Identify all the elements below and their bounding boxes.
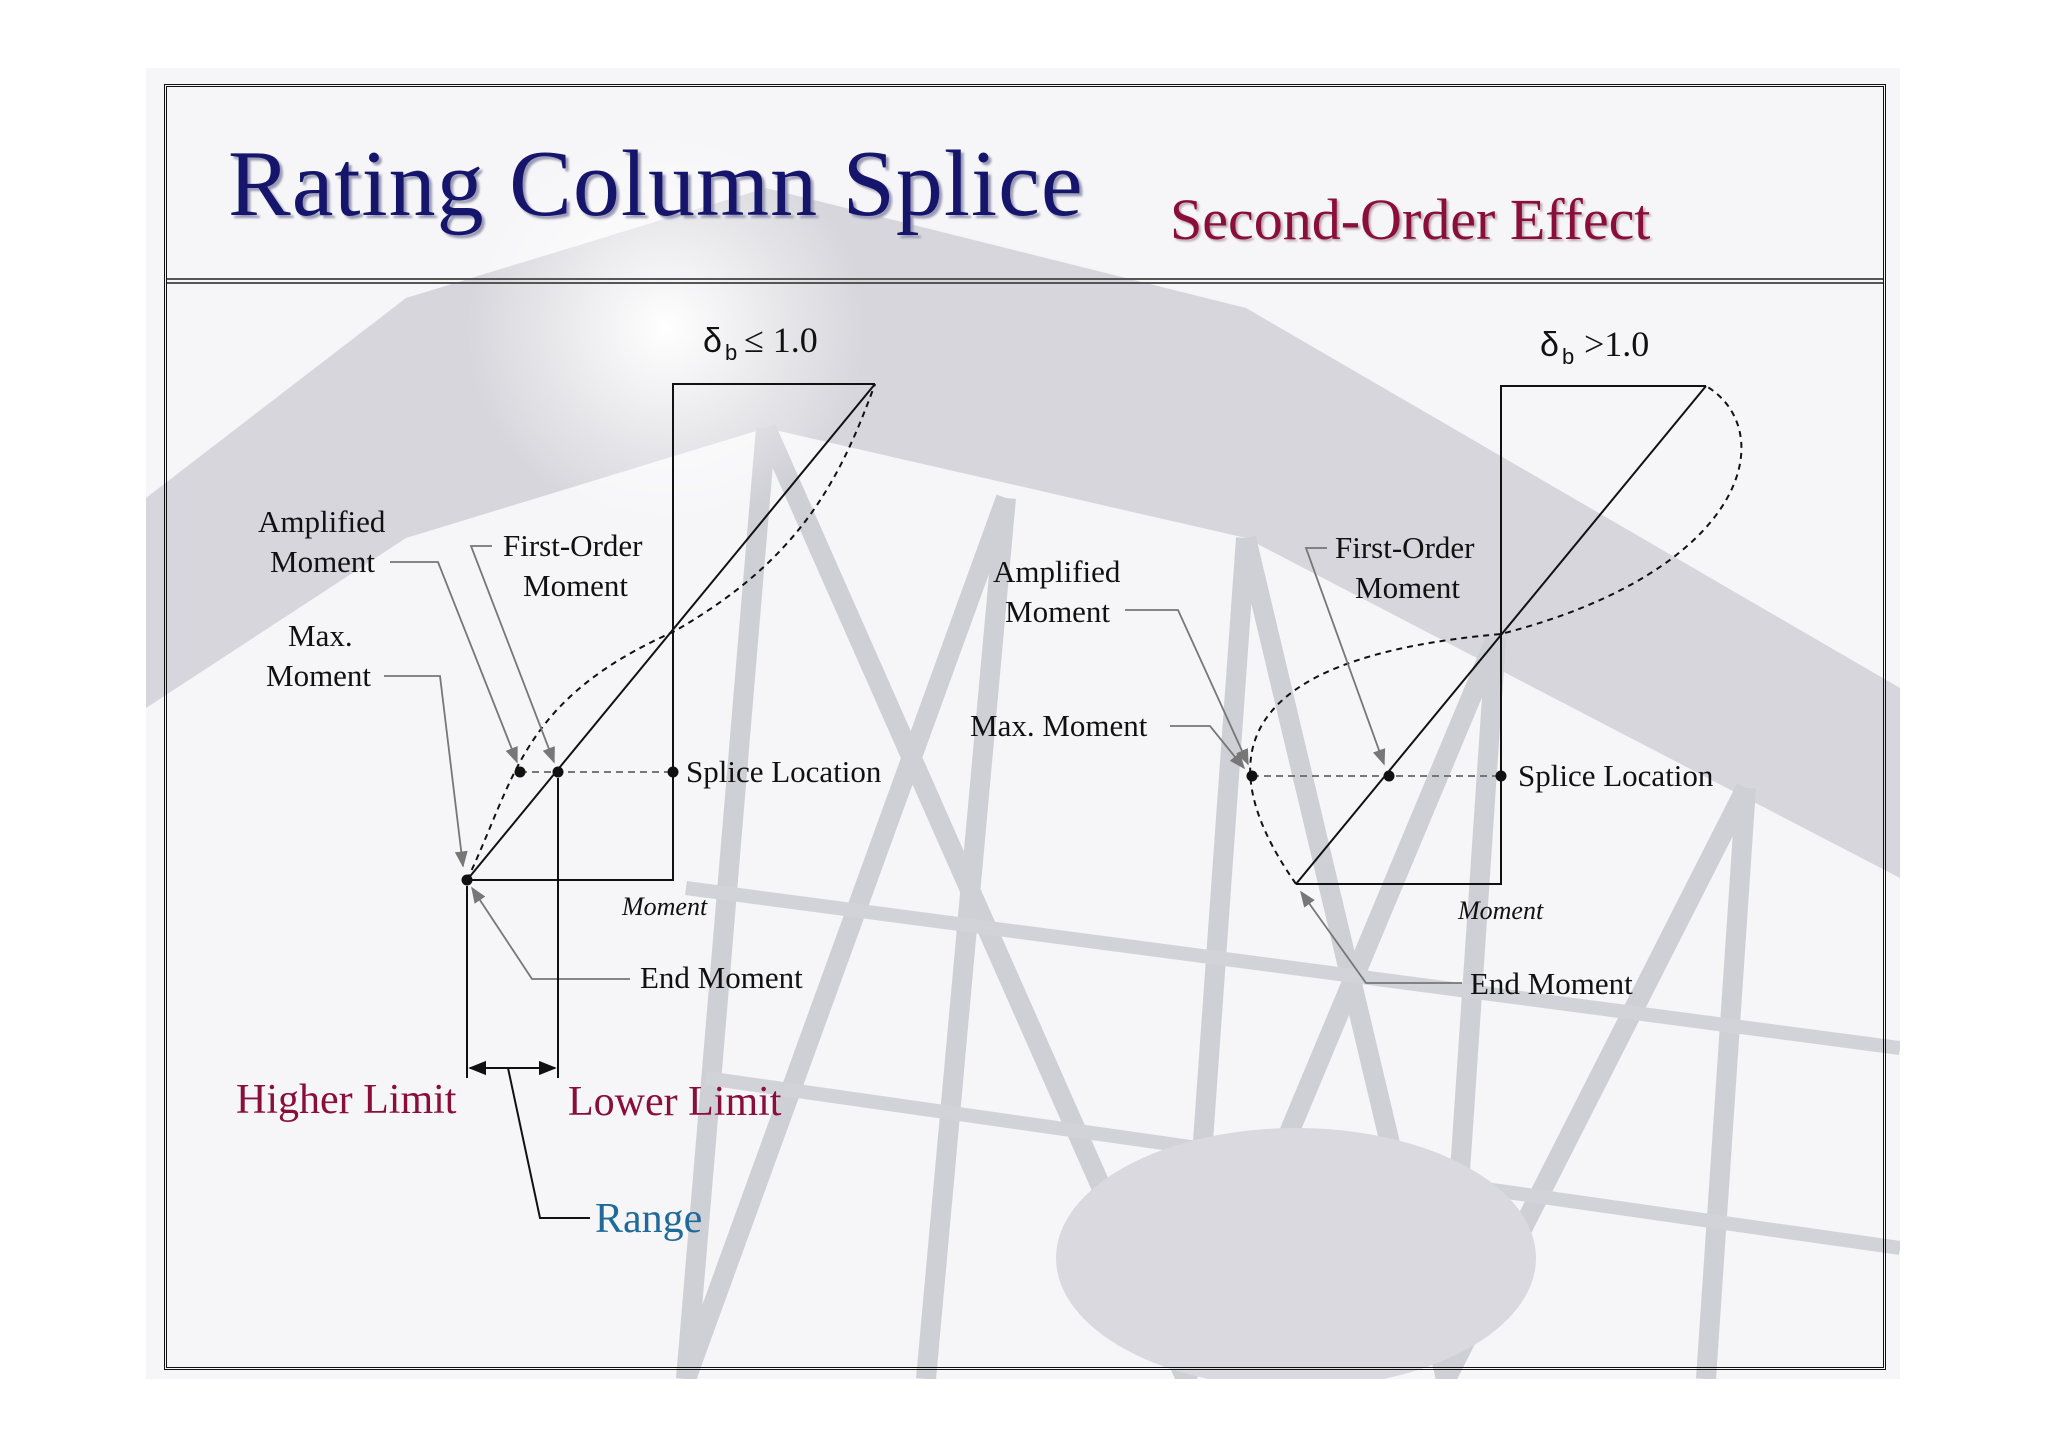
right-max-label: Max. Moment [970,708,1148,743]
left-splice-point [667,766,679,778]
right-amplified-label-1: Amplified [993,554,1121,589]
left-diagram: δ b ≤ 1.0 Amplified Moment First-Order M… [236,320,882,1242]
right-delta-subscript: b [1562,344,1574,369]
left-first-order-leader [469,545,555,764]
range-label: Range [595,1196,702,1242]
right-first-order-point [1383,770,1395,782]
right-delta-symbol: δ [1540,326,1559,364]
slide-frame [164,84,1886,1370]
left-first-order-label-2: Moment [523,568,628,603]
right-axis-label: Moment [1457,896,1544,925]
left-end-moment-label: End Moment [640,960,803,995]
lower-limit-label: Lower Limit [568,1079,782,1125]
right-end-moment-leader [1300,890,1462,984]
left-condition-value: ≤ 1.0 [744,320,818,360]
left-range-leader [507,1067,590,1219]
left-delta-subscript: b [725,340,737,365]
left-end-moment-leader [471,886,630,980]
right-condition-value: >1.0 [1584,324,1649,364]
left-amplified-label-1: Amplified [258,504,386,539]
left-amplified-leader [390,561,518,764]
right-amplified-label-2: Moment [1005,594,1110,629]
left-first-order-label-1: First-Order [503,528,643,563]
right-max-point [1246,770,1258,782]
right-first-order-label-2: Moment [1355,570,1460,605]
right-amplified-leader [1125,609,1249,766]
right-splice-point [1495,770,1507,782]
left-splice-label: Splice Location [686,754,882,789]
left-delta-symbol: δ [703,322,722,360]
higher-limit-label: Higher Limit [236,1077,457,1123]
bridge-photo-background [146,128,1900,1379]
left-first-order-point [552,766,564,778]
left-amplified-moment-curve [466,383,876,881]
title-divider [167,278,1883,284]
left-axis-label: Moment [621,892,708,921]
left-amplified-label-2: Moment [270,544,375,579]
right-first-order-label-1: First-Order [1335,530,1475,565]
right-first-order-moment-line [1295,385,1707,885]
right-max-leader [1170,725,1246,770]
left-amplified-point [514,766,526,778]
right-splice-label: Splice Location [1518,758,1714,793]
right-end-moment-label: End Moment [1470,966,1633,1001]
left-max-label-2: Moment [266,658,371,693]
slide-subtitle: Second-Order Effect [1170,187,1651,252]
right-diagram: δ b >1.0 Amplified Moment First-Order Mo… [970,324,1743,1001]
right-first-order-leader [1304,547,1386,766]
left-max-leader [384,675,468,868]
left-end-point [461,874,473,886]
left-max-label-1: Max. [288,618,353,653]
right-amplified-moment-curve [1249,385,1743,885]
slide-title: Rating Column Splice [228,132,1084,236]
slide-background [146,68,1900,1379]
